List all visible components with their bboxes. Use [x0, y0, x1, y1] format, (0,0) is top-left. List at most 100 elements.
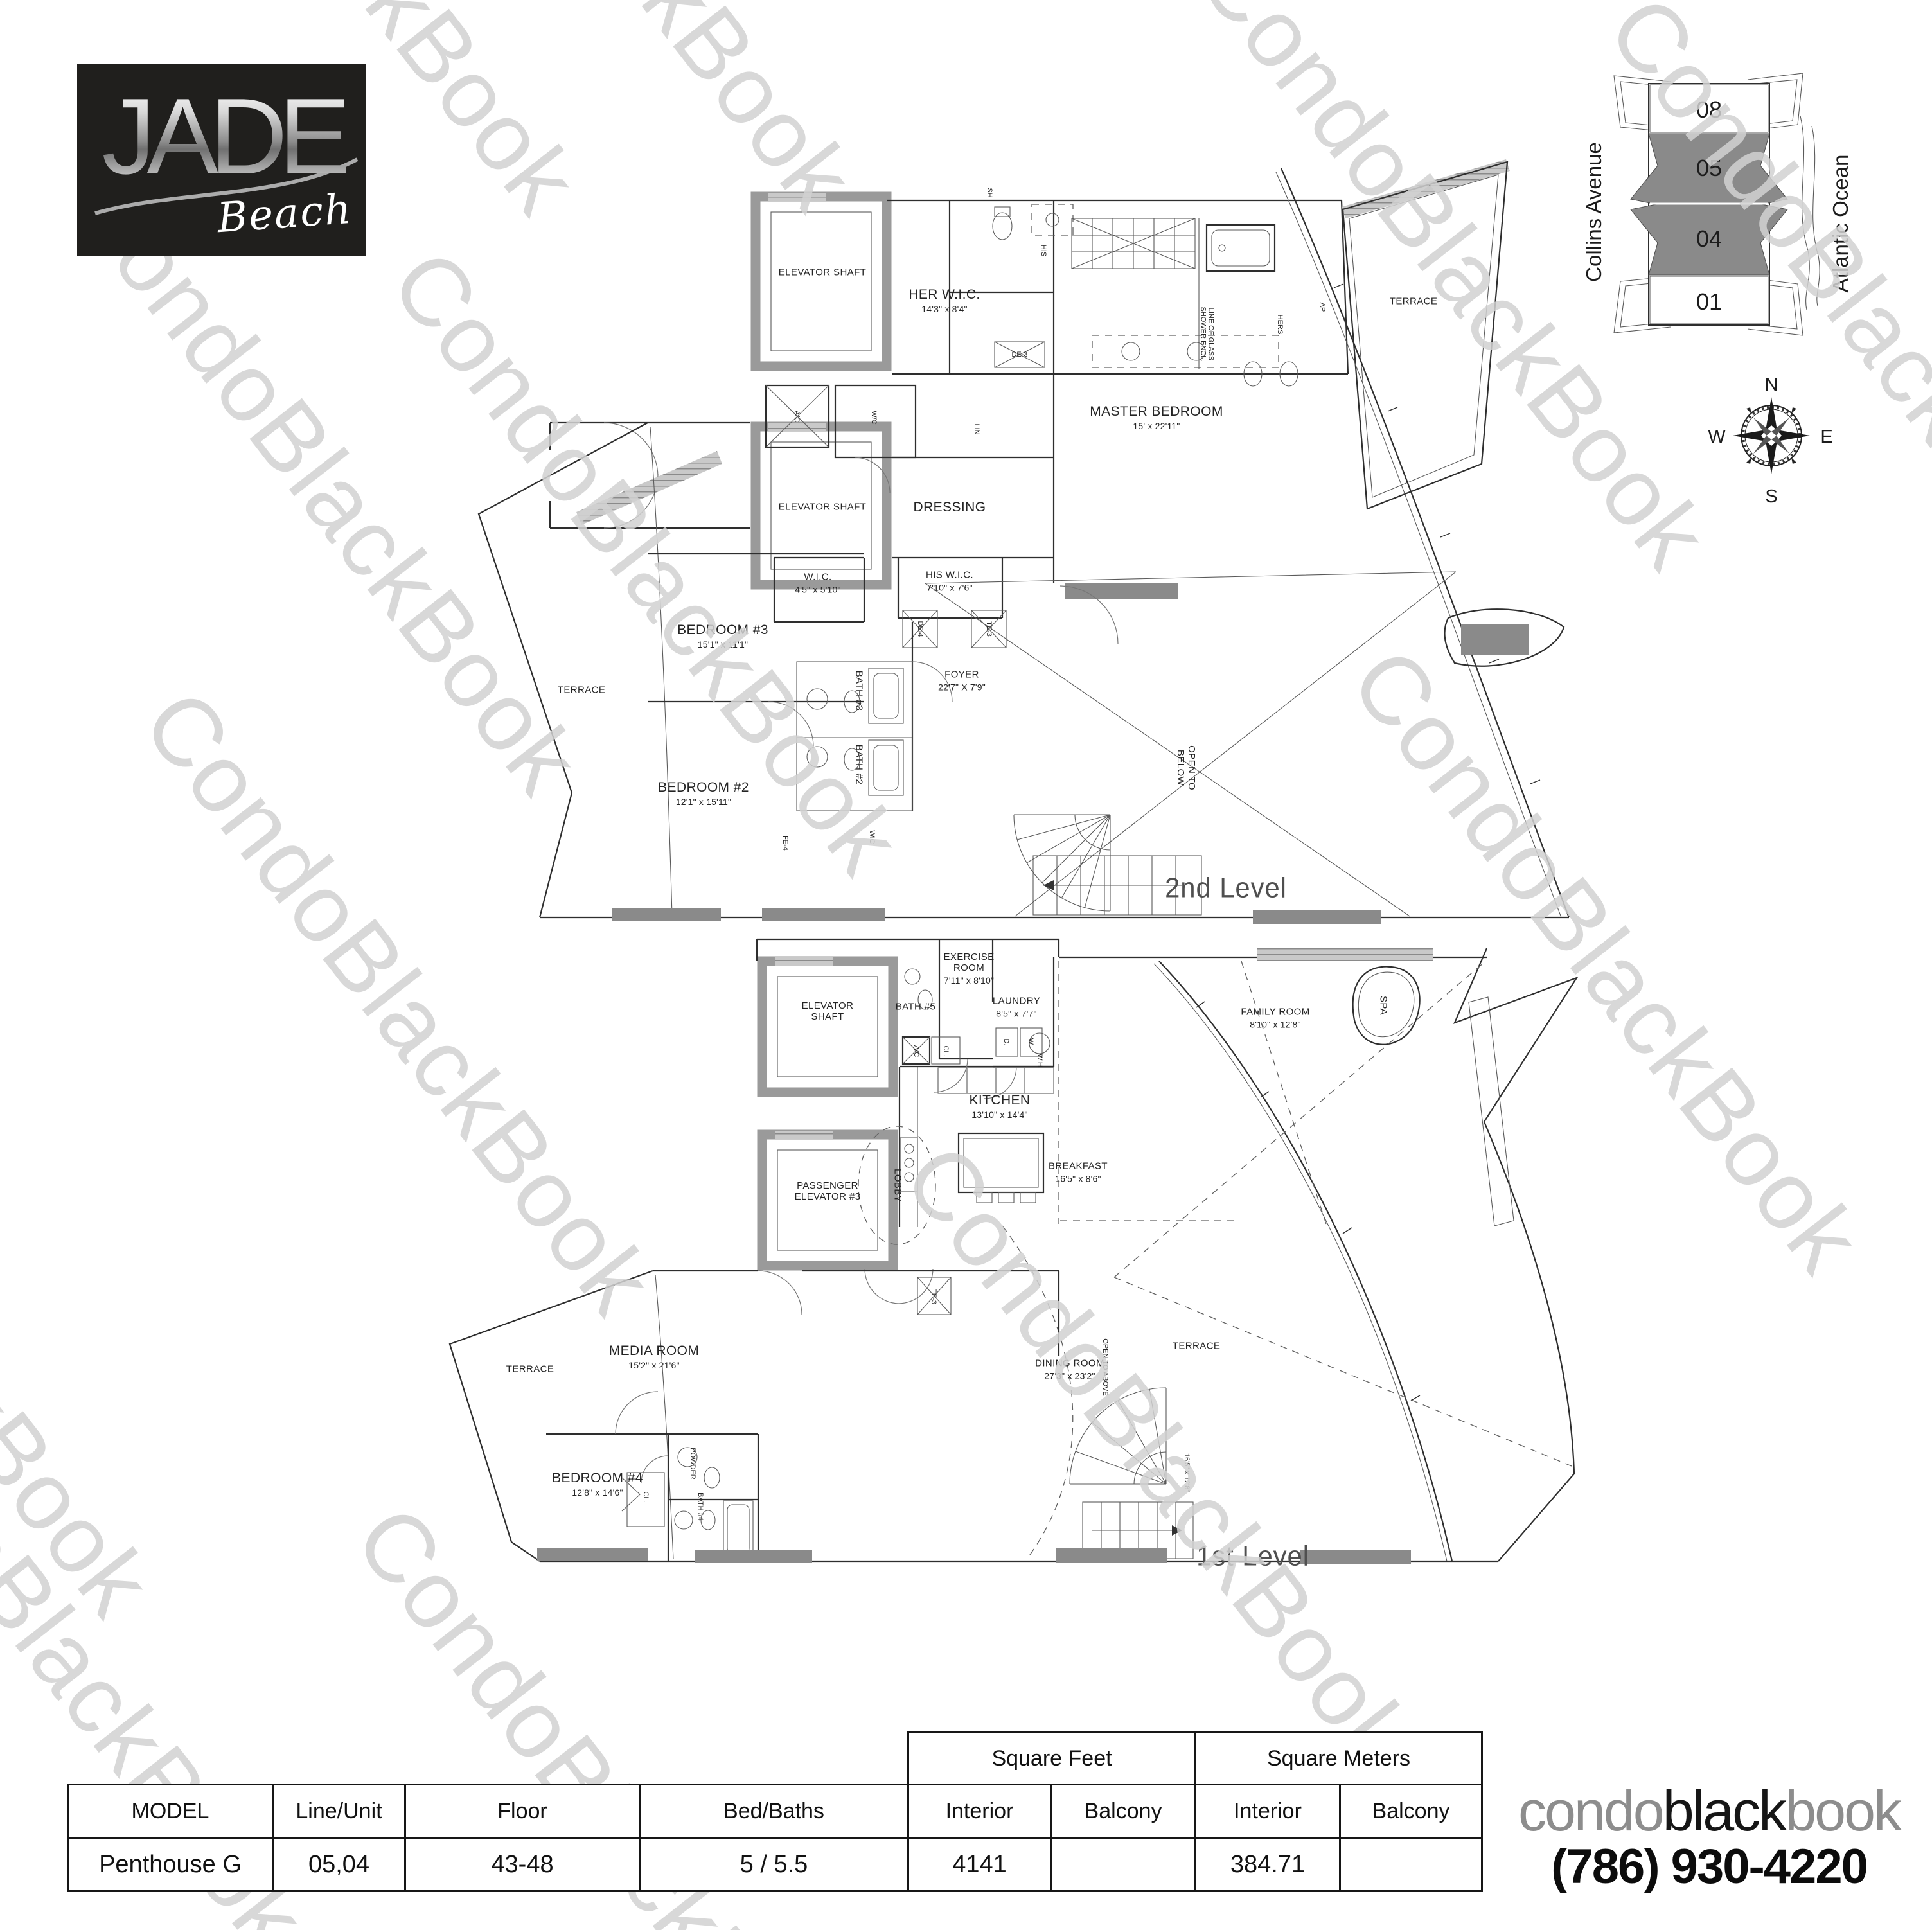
room-label: HIS [1040, 244, 1048, 257]
room-label: SPA [1378, 995, 1389, 1016]
cell-sf-balcony [1050, 1837, 1196, 1892]
watermark-text: CondoBlackBook [0, 972, 173, 1636]
room-label: D. [1002, 1038, 1011, 1046]
room-label: OPEN TO BELOW [1175, 745, 1197, 790]
room-label: TERRACE [557, 684, 606, 696]
ocean-label: Atlantic Ocean [1829, 155, 1852, 293]
compass-w: W [1708, 427, 1726, 447]
room-label: SH [986, 188, 994, 198]
cell-floor: 43-48 [404, 1837, 641, 1892]
cell-sm-interior: 384.71 [1194, 1837, 1341, 1892]
room-label: TERRACE [1172, 1340, 1221, 1352]
cell-bed-baths: 5 / 5.5 [639, 1837, 909, 1892]
room-label: ELEVATOR SHAFT [778, 267, 867, 278]
room-label: BATH #4 [696, 1492, 705, 1521]
shoreline-waves [1800, 115, 1820, 310]
phone-number: (786) 930-4220 [1551, 1839, 1868, 1894]
col-floor: Floor [404, 1784, 641, 1839]
room-label: WIC [868, 830, 876, 844]
cell-model: Penthouse G [67, 1837, 274, 1892]
unit-01-area [1649, 276, 1769, 324]
room-label: CL. [642, 1491, 650, 1503]
col-sm-interior: Interior [1194, 1784, 1341, 1839]
table-blank [68, 1733, 908, 1785]
unit-08-area [1649, 84, 1769, 133]
room-label: W.I.C.4'5" x 5'10" [795, 571, 841, 595]
col-sm-balcony: Balcony [1339, 1784, 1483, 1839]
room-label: HER W.I.C.14'3" x 8'4" [908, 287, 980, 314]
table-group-header-row: Square Feet Square Meters [68, 1731, 1483, 1785]
unit-label-04: 04 [1696, 226, 1722, 252]
room-label: TERRACE [1389, 296, 1438, 307]
compass-rose: N W E S [1708, 375, 1832, 507]
room-label: LINE OF GLASS SHOWER ENCL. [1199, 306, 1215, 362]
room-label: OPEN TO ABOVE [1101, 1338, 1110, 1396]
cell-line-unit: 05,04 [272, 1837, 406, 1892]
room-label: TE-3 [985, 621, 993, 637]
col-line-unit: Line/Unit [272, 1784, 406, 1839]
room-label: AP [1318, 302, 1327, 312]
room-label: LOBBY [892, 1168, 903, 1203]
unit-label-05: 05 [1696, 155, 1722, 181]
street-label: Collins Avenue [1582, 142, 1606, 282]
table-data-row: Penthouse G 05,04 43-48 5 / 5.5 4141 384… [67, 1837, 1483, 1892]
room-label: W.H. [1036, 1054, 1044, 1069]
room-label: HERS [1276, 314, 1284, 335]
room-label: BATH #2 [853, 744, 865, 785]
col-sf-interior: Interior [907, 1784, 1052, 1839]
room-label: DE-4 [916, 621, 925, 637]
room-label: TE-3 [930, 1289, 938, 1304]
table-header-row: MODEL Line/Unit Floor Bed/Baths Interior… [67, 1784, 1483, 1839]
logo-word-jade: JADE [77, 82, 366, 190]
level-title: 1st Level [1196, 1540, 1309, 1572]
room-label: LIN [973, 423, 981, 435]
room-label: A/C [793, 410, 801, 423]
room-label: 16'5" x 12'8" [1183, 1453, 1191, 1492]
brand-black: black [1662, 1779, 1787, 1843]
condoblackbook-logo: condoblackbook [1492, 1778, 1926, 1844]
room-label: TERRACE [506, 1363, 554, 1375]
compass-e: E [1820, 427, 1832, 447]
compass-s: S [1765, 486, 1777, 507]
compass-n: N [1765, 375, 1778, 395]
second-level-plan [477, 159, 1570, 924]
col-sf-balcony: Balcony [1050, 1784, 1196, 1839]
room-label: W. [1027, 1038, 1035, 1047]
col-model: MODEL [67, 1784, 274, 1839]
cell-sf-interior: 4141 [907, 1837, 1052, 1892]
level-title: 2nd Level [1165, 872, 1287, 904]
logo-word-beach: Beach [215, 185, 354, 243]
site-key-plan: 08 05 04 01 Collins Avenue Atlantic Ocea… [1582, 73, 1852, 507]
room-label: FE-4 [781, 835, 790, 851]
room-label: ELEVATOR SHAFT [778, 501, 867, 513]
room-label: W/C [870, 411, 878, 425]
room-label: A/C [912, 1045, 921, 1058]
cell-sm-balcony [1339, 1837, 1483, 1892]
jade-beach-logo: JADE Beach [77, 64, 366, 256]
logo-swoosh [94, 157, 359, 215]
room-label: PASSENGER ELEVATOR #3 [794, 1180, 861, 1202]
room-label: DRESSING [913, 500, 986, 515]
header-square-meters: Square Meters [1194, 1731, 1483, 1785]
room-label: HIS W.I.C.7'10" x 7'6" [925, 569, 974, 593]
unit-label-01: 01 [1696, 288, 1722, 315]
room-label: DE-3 [1011, 350, 1028, 359]
brand-condo: condo [1518, 1779, 1665, 1843]
brand-book: book [1785, 1779, 1902, 1843]
first-level-plan [448, 938, 1579, 1564]
header-square-feet: Square Feet [907, 1731, 1196, 1785]
unit-spec-table: Square Feet Square Meters MODEL Line/Uni… [67, 1731, 1483, 1892]
